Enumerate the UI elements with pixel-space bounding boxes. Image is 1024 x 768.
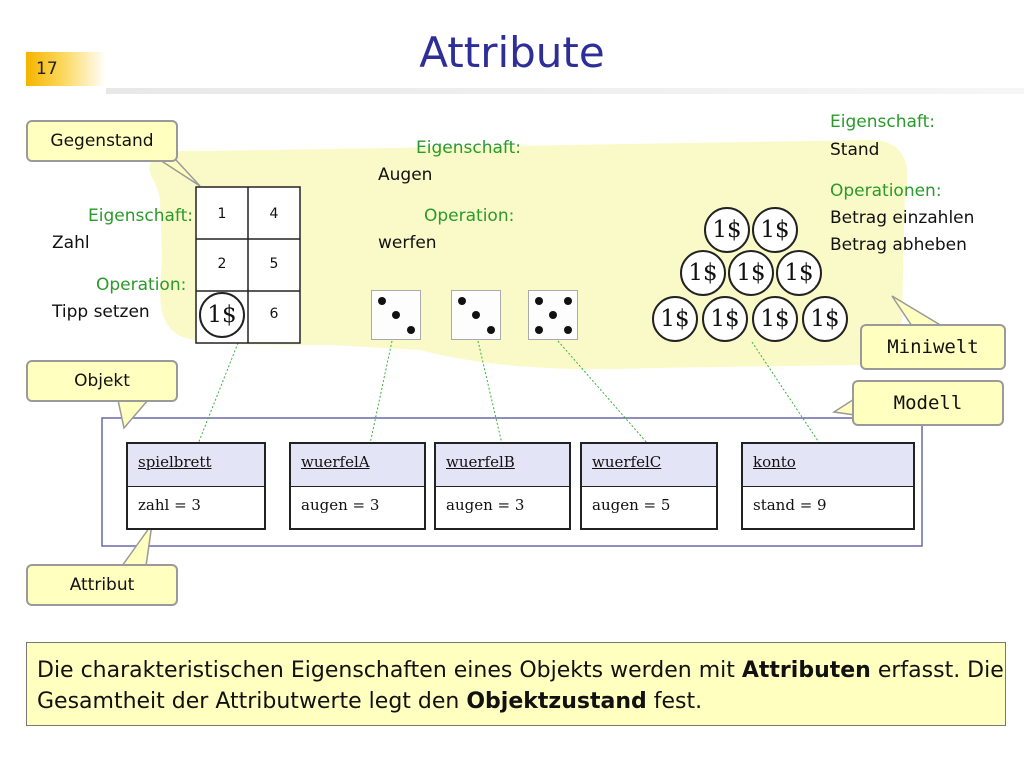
summary-box: Die charakteristischen Eigenschaften ein… <box>26 642 1006 726</box>
summary-term-object-state: Objektzustand <box>466 689 647 714</box>
die-c-pip <box>564 326 572 334</box>
dice-property-label: Eigenschaft: <box>416 138 521 158</box>
summary-text: Die charakteristischen Eigenschaften ein… <box>37 658 742 683</box>
account-property-value: Stand <box>830 140 880 160</box>
board-cell-4: 4 <box>269 206 279 222</box>
board-cell-6: 6 <box>269 306 279 322</box>
account-coin: 1$ <box>802 296 848 342</box>
die-a-pip <box>407 326 415 334</box>
die-b-pip <box>458 297 466 305</box>
object-name: wuerfelA <box>291 444 424 487</box>
account-coin: 1$ <box>776 250 822 296</box>
account-coin: 1$ <box>704 207 750 253</box>
object-wuerfelA: wuerfelA augen = 3 <box>289 442 426 530</box>
account-coin: 1$ <box>652 296 698 342</box>
callout-attribut: Attribut <box>26 564 178 606</box>
callout-gegenstand: Gegenstand <box>26 120 178 162</box>
object-name: wuerfelC <box>582 444 716 487</box>
die-c-pip <box>564 297 572 305</box>
die-c-pip <box>549 311 557 319</box>
account-property-label: Eigenschaft: <box>830 112 935 132</box>
connector-wuerfelC <box>557 340 649 445</box>
board-coin: 1$ <box>199 292 245 338</box>
die-b-pip <box>487 326 495 334</box>
account-operation-withdraw: Betrag abheben <box>830 235 967 255</box>
page-title: Attribute <box>419 28 605 77</box>
title-rule <box>106 88 1024 94</box>
die-c-pip <box>535 326 543 334</box>
board-property-value: Zahl <box>52 233 90 253</box>
callout-miniwelt: Miniwelt <box>860 324 1006 370</box>
board-cell-5: 5 <box>269 256 279 272</box>
object-attribute: zahl = 3 <box>138 496 201 514</box>
connector-wuerfelB <box>477 340 503 445</box>
die-b <box>451 290 501 340</box>
die-c-pip <box>535 297 543 305</box>
connector-spielbrett <box>197 342 239 445</box>
account-coin: 1$ <box>752 207 798 253</box>
die-a-pip <box>392 311 400 319</box>
callout-modell: Modell <box>852 380 1004 426</box>
object-spielbrett: spielbrett zahl = 3 <box>126 442 266 530</box>
object-attribute: augen = 3 <box>301 496 380 514</box>
account-coin: 1$ <box>728 250 774 296</box>
object-konto: konto stand = 9 <box>741 442 915 530</box>
die-c <box>528 290 578 340</box>
board-cell-1: 1 <box>217 206 227 222</box>
callout-objekt: Objekt <box>26 360 178 402</box>
objekt-pointer <box>117 399 150 430</box>
page-number: 17 <box>26 52 106 86</box>
object-name: konto <box>743 444 913 487</box>
object-attribute: stand = 9 <box>753 496 827 514</box>
dice-operation-label: Operation: <box>424 206 515 226</box>
dice-property-value: Augen <box>378 165 433 185</box>
board-operation-value: Tipp setzen <box>52 302 150 322</box>
object-name: wuerfelB <box>436 444 569 487</box>
object-attribute: augen = 5 <box>592 496 671 514</box>
board-cell-2: 2 <box>217 256 227 272</box>
object-wuerfelB: wuerfelB augen = 3 <box>434 442 571 530</box>
account-coin: 1$ <box>702 296 748 342</box>
summary-text: fest. <box>646 689 703 714</box>
summary-text: erfasst. Die Gesamtheit der Attributwert… <box>37 658 1004 714</box>
object-wuerfelC: wuerfelC augen = 5 <box>580 442 718 530</box>
die-a <box>371 290 421 340</box>
account-operation-deposit: Betrag einzahlen <box>830 208 975 228</box>
account-coin: 1$ <box>752 296 798 342</box>
die-a-pip <box>378 297 386 305</box>
model-frame <box>101 417 923 547</box>
object-attribute: augen = 3 <box>446 496 525 514</box>
connector-konto <box>751 341 821 445</box>
die-b-pip <box>472 311 480 319</box>
board-operation-label: Operation: <box>96 275 187 295</box>
object-name: spielbrett <box>128 444 264 487</box>
account-operations-label: Operationen: <box>830 181 942 201</box>
account-coin: 1$ <box>680 250 726 296</box>
board-property-label: Eigenschaft: <box>88 206 193 226</box>
summary-term-attributes: Attributen <box>741 658 871 683</box>
connector-wuerfelA <box>369 340 393 445</box>
attribut-pointer <box>120 523 153 567</box>
game-board <box>195 186 301 344</box>
dice-operation-value: werfen <box>378 233 437 253</box>
